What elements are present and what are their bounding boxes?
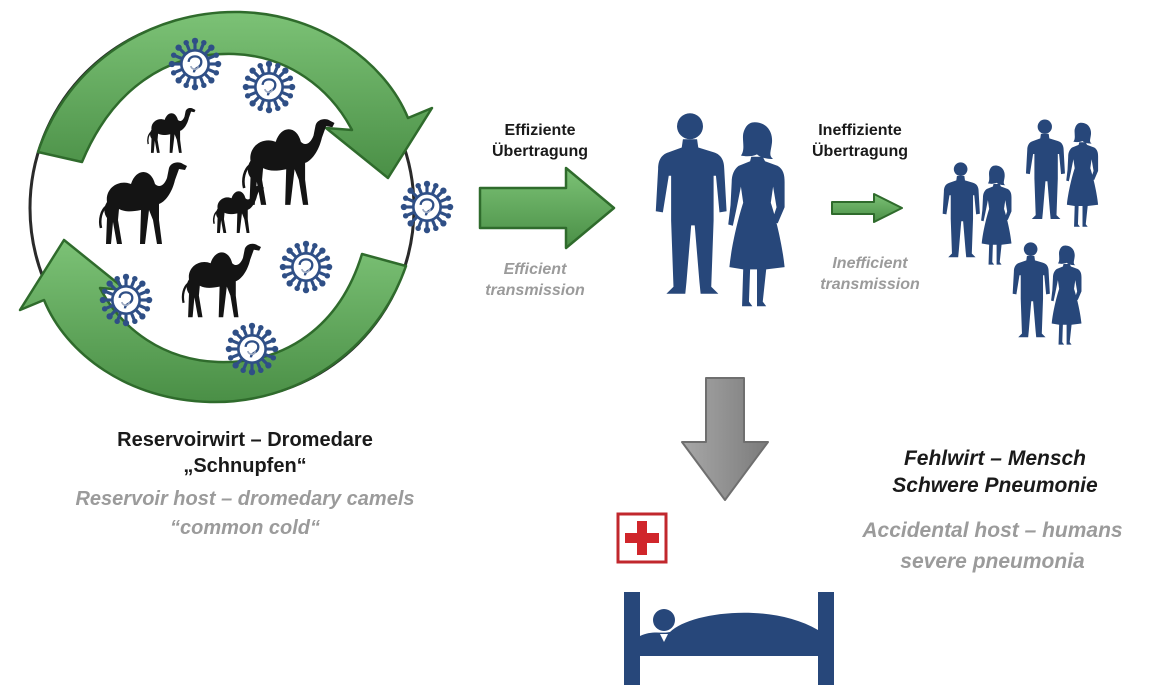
bed-icon [624,592,834,685]
severe-outcome-arrow [681,377,769,501]
inefficient-transmission-label-de: Ineffiziente Übertragung [790,120,930,162]
efficient-en-line2: transmission [485,282,585,299]
reservoir-cycle [18,10,434,404]
inefficient-transmission-arrow [831,193,903,223]
human-couple-icon [943,162,1012,264]
human-man-icon [655,113,727,294]
virus-icon [98,272,154,328]
accidental-host-label-en: Accidental host – humans severe pneumoni… [825,515,1160,577]
cycle-arrow-bottom [18,238,408,404]
efficient-transmission-label-en: Efficient transmission [460,259,610,301]
patient-icon [653,609,675,642]
efficient-de-line2: Übertragung [492,143,588,160]
virus-icon [241,59,297,115]
virus-icon [224,321,280,377]
inefficient-en-line1: Inefficient [832,255,908,272]
reservoir-en-line2: “common cold“ [169,517,320,539]
reservoir-host-label-de: Reservoirwirt – Dromedare „Schnupfen“ [40,427,450,479]
reservoir-de-line2: „Schnupfen“ [183,455,307,477]
virus-icon [399,179,455,235]
accidental-en-line1: Accidental host – humans [862,519,1123,542]
efficient-transmission-arrow [478,166,616,250]
accidental-host-label-de: Fehlwirt – Mensch Schwere Pneumonie [860,445,1130,499]
virus-icon [278,239,334,295]
efficient-de-line1: Effiziente [504,122,576,139]
hospital-cross-icon [616,512,668,564]
accidental-de-line2: Schwere Pneumonie [892,474,1098,497]
reservoir-en-line1: Reservoir host – dromedary camels [75,488,415,510]
inefficient-de-line1: Ineffiziente [818,122,902,139]
efficient-en-line1: Efficient [503,261,567,278]
accidental-de-line1: Fehlwirt – Mensch [903,447,1087,470]
efficient-transmission-label-de: Effiziente Übertragung [470,120,610,162]
inefficient-de-line2: Übertragung [812,143,908,160]
inefficient-en-line2: transmission [820,276,920,293]
inefficient-transmission-label-en: Inefficient transmission [800,253,940,295]
human-woman-icon [728,122,785,307]
accidental-en-line2: severe pneumonia [900,550,1085,573]
virus-icon [167,36,223,92]
human-couple-icon [1026,120,1098,227]
human-couple-icon [1013,242,1082,344]
reservoir-host-label-en: Reservoir host – dromedary camels “commo… [10,485,480,543]
reservoir-de-line1: Reservoirwirt – Dromedare [117,429,373,451]
